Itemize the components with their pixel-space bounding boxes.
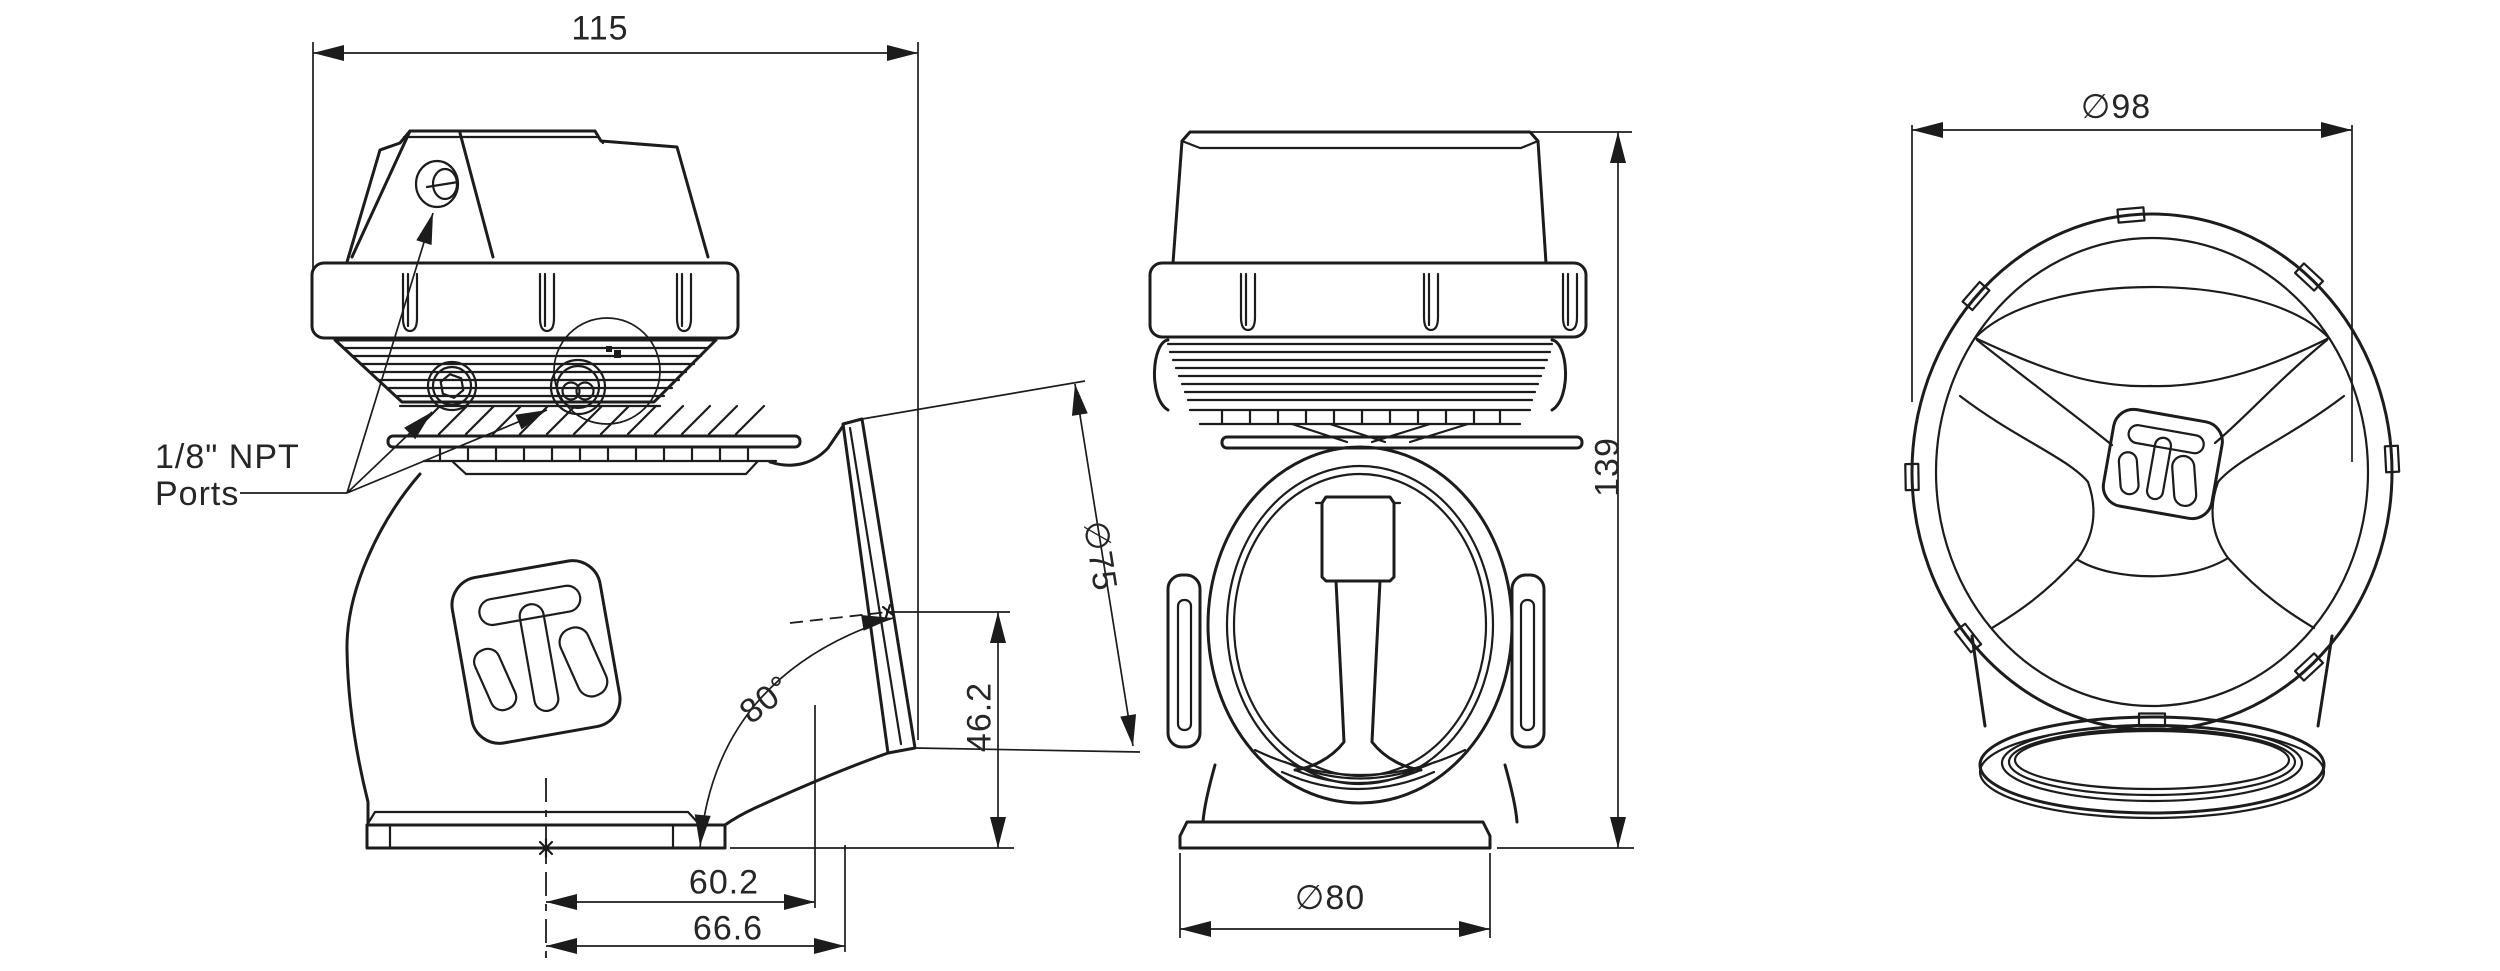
brand-logo-side — [450, 559, 622, 745]
dimension-linework — [240, 42, 2353, 954]
rim-tabs — [1904, 206, 2401, 728]
valve-stem-front — [1320, 495, 1396, 583]
dim-base-diameter — [1179, 853, 1491, 938]
dim-overall-width — [312, 42, 919, 740]
dim-label-cap-diameter: ∅98 — [2080, 88, 2152, 126]
cap-front — [1171, 130, 1548, 265]
locking-ring-side — [310, 261, 740, 340]
front-view-linework — [1148, 130, 1588, 850]
top-view-linework — [1904, 206, 2401, 820]
dim-outlet-centre-height — [730, 611, 1014, 849]
spring-housing-ribs-front — [1153, 338, 1567, 412]
npt-ports-label-line2: Ports — [155, 475, 240, 513]
locking-ring-front — [1148, 261, 1588, 339]
dim-label-outlet-offset-outer: 66.6 — [692, 909, 764, 948]
spring-housing-ribs-side — [333, 338, 718, 404]
dim-outlet-angle — [692, 610, 895, 849]
port-symbol-glyph — [606, 346, 621, 358]
dim-overall-height — [1497, 131, 1634, 849]
mount-lug-left — [1166, 573, 1202, 749]
side-view-linework — [310, 129, 917, 958]
base-flange-front — [1178, 820, 1492, 850]
cap-inner-rim — [1934, 236, 2370, 708]
diaphragm-plate-side — [386, 434, 802, 449]
npt-port-barb — [549, 358, 607, 416]
body-outline-side — [345, 472, 422, 827]
dim-label-outlet-centre-height: 46.2 — [960, 681, 999, 753]
mount-lug-right — [1510, 573, 1546, 749]
npt-ports-leader — [240, 210, 551, 494]
diaphragm-plate-front — [1220, 435, 1584, 450]
dim-label-overall-height: 139 — [1588, 437, 1627, 497]
dim-outlet-diameter — [861, 380, 1141, 753]
dim-label-outlet-offset: 60.2 — [688, 863, 760, 902]
brand-logo-top — [2101, 407, 2224, 521]
detail-balloon-circle — [553, 317, 661, 425]
dim-outlet-offsets — [546, 705, 846, 954]
outlet-neck-top — [1970, 634, 2334, 728]
outlet-flange-side — [841, 417, 917, 755]
npt-port-plug — [426, 360, 478, 412]
npt-ports-label-line1: 1/8" NPT — [155, 438, 300, 476]
cap-outer-rim — [1910, 212, 2394, 732]
dim-label-base-diameter: ∅80 — [1294, 879, 1366, 917]
outlet-flange-top — [1978, 715, 2326, 815]
dim-cap-diameter — [1911, 122, 2353, 462]
valve-housing-front — [1206, 445, 1514, 805]
dim-label-overall-width: 115 — [571, 9, 629, 48]
base-flange-side — [365, 823, 727, 850]
